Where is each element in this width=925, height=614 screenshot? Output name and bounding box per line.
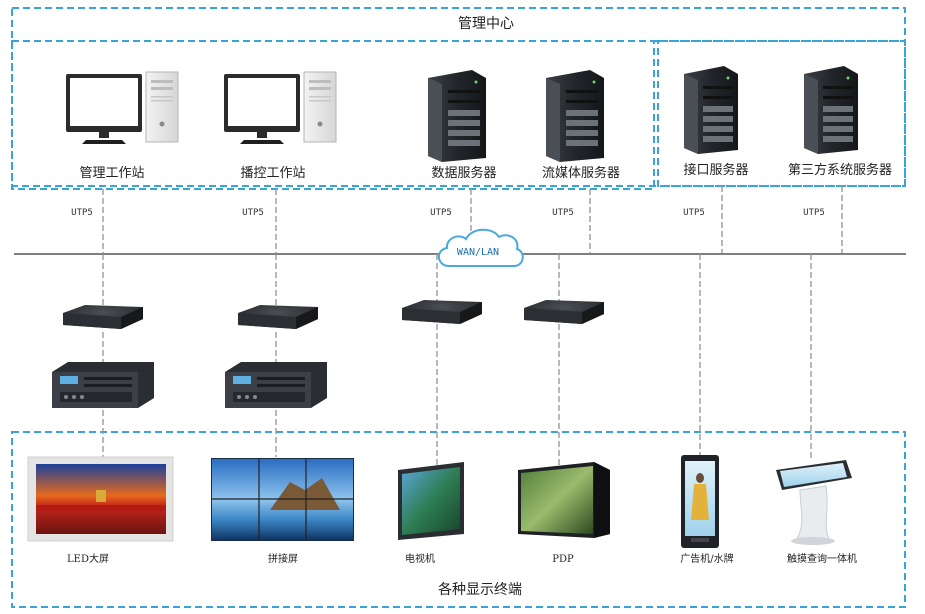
server-label-data: 数据服务器 (431, 166, 497, 181)
wan-lan-label: WAN/LAN (456, 247, 500, 258)
ad-kiosk (681, 455, 719, 548)
management-center-title: 管理中心 (458, 16, 514, 32)
utp5-label-6: UTP5 (803, 208, 825, 218)
uplink-lines (102, 186, 843, 254)
utp5-label-1: UTP5 (71, 208, 93, 218)
utp5-label-5: UTP5 (683, 208, 705, 218)
terminal-label-tv: 电视机 (405, 554, 435, 565)
terminal-label-ad-kiosk: 广告机/水牌 (680, 554, 734, 565)
tv-display (398, 462, 464, 540)
video-processor-2 (225, 362, 327, 408)
video-wall (211, 458, 354, 541)
utp5-label-2: UTP5 (242, 208, 264, 218)
terminal-label-pdp: PDP (552, 554, 574, 565)
video-processor-1 (52, 362, 154, 408)
terminal-label-touch-kiosk: 触摸查询一体机 (787, 554, 857, 565)
workstation-label-1: 管理工作站 (79, 166, 145, 181)
utp5-label-3: UTP5 (430, 208, 452, 218)
media-player-box-4 (524, 300, 604, 324)
server-label-interface: 接口服务器 (683, 163, 749, 178)
terminal-label-led: LED大屏 (67, 554, 109, 565)
utp5-label-4: UTP5 (552, 208, 574, 218)
display-terminals-title: 各种显示终端 (438, 582, 522, 598)
tower-server-streaming (546, 70, 604, 162)
media-player-box-2 (238, 305, 318, 329)
media-player-box-3 (402, 300, 482, 324)
server-label-third-party: 第三方系统服务器 (787, 163, 893, 178)
led-screen (27, 456, 174, 542)
workstation-pc-1 (66, 71, 179, 144)
media-player-box-1 (63, 305, 143, 329)
touch-kiosk (776, 460, 852, 545)
tower-server-interface (684, 66, 738, 154)
workstation-label-2: 播控工作站 (240, 166, 306, 181)
management-center-box (11, 7, 906, 190)
display-terminals-box (11, 431, 906, 608)
workstation-pc-2 (224, 71, 337, 144)
terminal-label-video-wall: 拼接屏 (268, 554, 298, 565)
wan-lan-cloud (438, 228, 524, 267)
tower-server-data (428, 70, 486, 162)
pdp-display (518, 462, 610, 538)
downlink-lines (102, 254, 812, 465)
server-label-streaming: 流媒体服务器 (541, 166, 621, 181)
tower-server-third-party (804, 66, 858, 154)
